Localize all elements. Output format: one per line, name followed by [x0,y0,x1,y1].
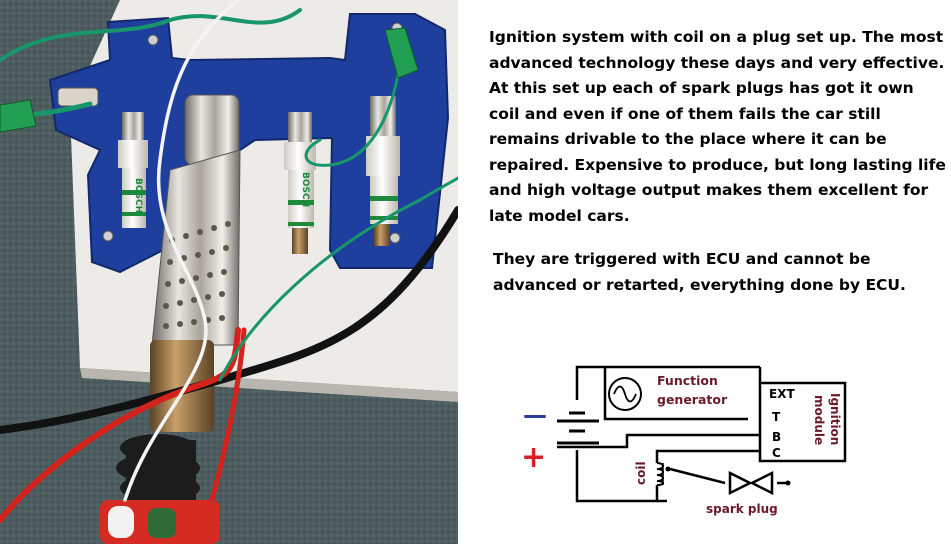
ignition-module-box [758,381,847,463]
green-alligator-clip-left [0,99,37,133]
spark-plug-1: BOSCH [118,112,148,228]
red-wire-2 [209,327,247,503]
coil-symbol [656,462,664,486]
battery-minus-sign: — [523,401,547,429]
plug-brand-label: BOSCH [133,178,143,213]
blue-bracket [48,13,450,274]
battery-symbol [557,411,599,445]
pin-t-label: T [772,410,781,424]
description-paragraph-1: Ignition system with coil on a plug set … [489,28,946,225]
green-wire-top [0,8,302,62]
battery-plus-sign: + [521,440,546,475]
red-connectors [100,500,220,544]
bracket-screw [102,230,114,242]
white-wire [123,0,240,502]
green-alligator-clip [384,27,419,79]
green-wire-mid [218,176,458,382]
wire-generator [603,367,748,421]
wire-c-terminal [655,449,763,463]
function-generator-label-1: Function [657,373,718,388]
pin-c-label: C [772,446,781,460]
spark-plug-label: spark plug [706,502,778,516]
bracket-screw [389,232,401,244]
wire-spark-output [669,467,726,485]
spark-plug-3 [366,96,400,246]
pin-b-label: B [772,430,781,444]
module-label-1: Ignition [828,393,842,445]
red-wire [0,327,241,523]
ignition-rig-photo: BOSCH BOSCH [0,0,458,544]
plug-brand-label: BOSCH [300,172,310,207]
function-generator-label-2: generator [657,392,728,407]
pin-ext-label: EXT [769,387,795,401]
bracket-screw [147,34,159,46]
spark-plug-symbol [728,470,774,496]
wire-battery-top [575,365,760,400]
wire-battery-bottom [575,450,667,503]
wire-b-terminal [557,433,763,449]
coil-label: coil [634,461,648,485]
description-paragraph-2: They are triggered with ECU and cannot b… [493,250,906,294]
module-label-2: module [812,395,826,445]
green-wire-right [304,38,404,167]
circuit-diagram: — + Function generator EXT T B C Ignitio… [521,365,847,516]
